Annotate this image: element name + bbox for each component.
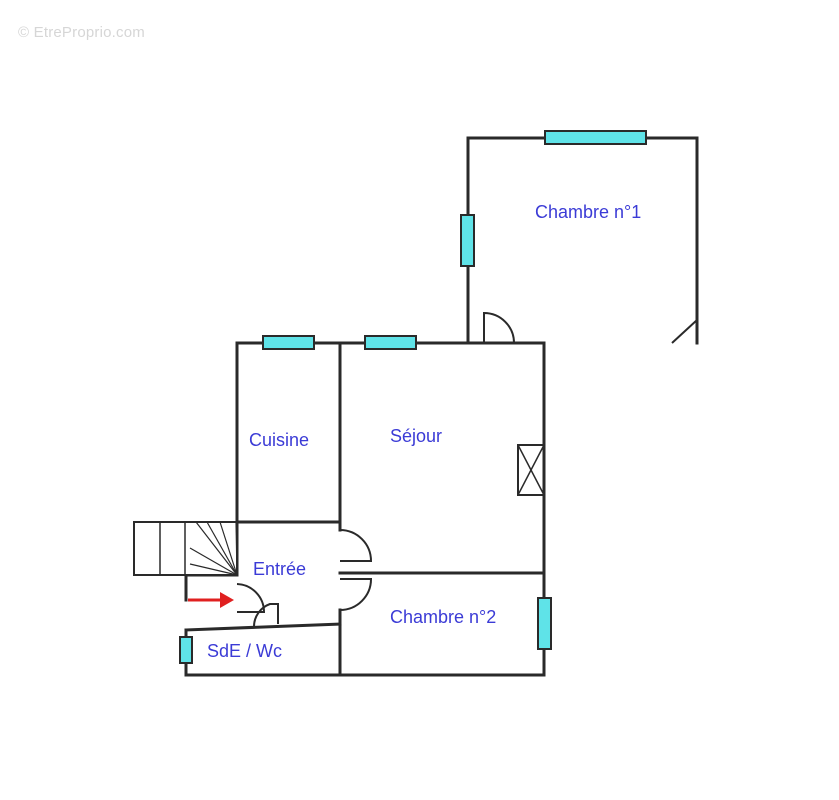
window-sejour [364, 335, 417, 350]
door-sejour [339, 529, 373, 562]
window-chambre-2 [537, 597, 552, 650]
label-cuisine: Cuisine [249, 430, 309, 450]
window-chambre-1-left [460, 214, 475, 267]
watermark: © EtreProprio.com [18, 24, 145, 41]
window-cuisine [262, 335, 315, 350]
door-entree [236, 583, 266, 613]
fireplace-icon [517, 444, 545, 496]
room-chambre-1 [460, 130, 699, 345]
entrance-arrow-icon [188, 592, 234, 608]
door-sde [252, 603, 279, 628]
door-chambre-2 [339, 578, 373, 611]
label-entree: Entrée [253, 559, 306, 579]
label-sde-wc: SdE / Wc [207, 641, 282, 661]
window-sde [179, 636, 193, 664]
label-chambre-1: Chambre n°1 [535, 202, 641, 222]
window-chambre-1-top [544, 130, 647, 145]
door-chambre-1 [483, 311, 515, 344]
label-chambre-2: Chambre n°2 [390, 607, 496, 627]
corner-diagonal [671, 319, 698, 344]
stairs-icon [133, 521, 238, 576]
label-sejour: Séjour [390, 426, 442, 446]
